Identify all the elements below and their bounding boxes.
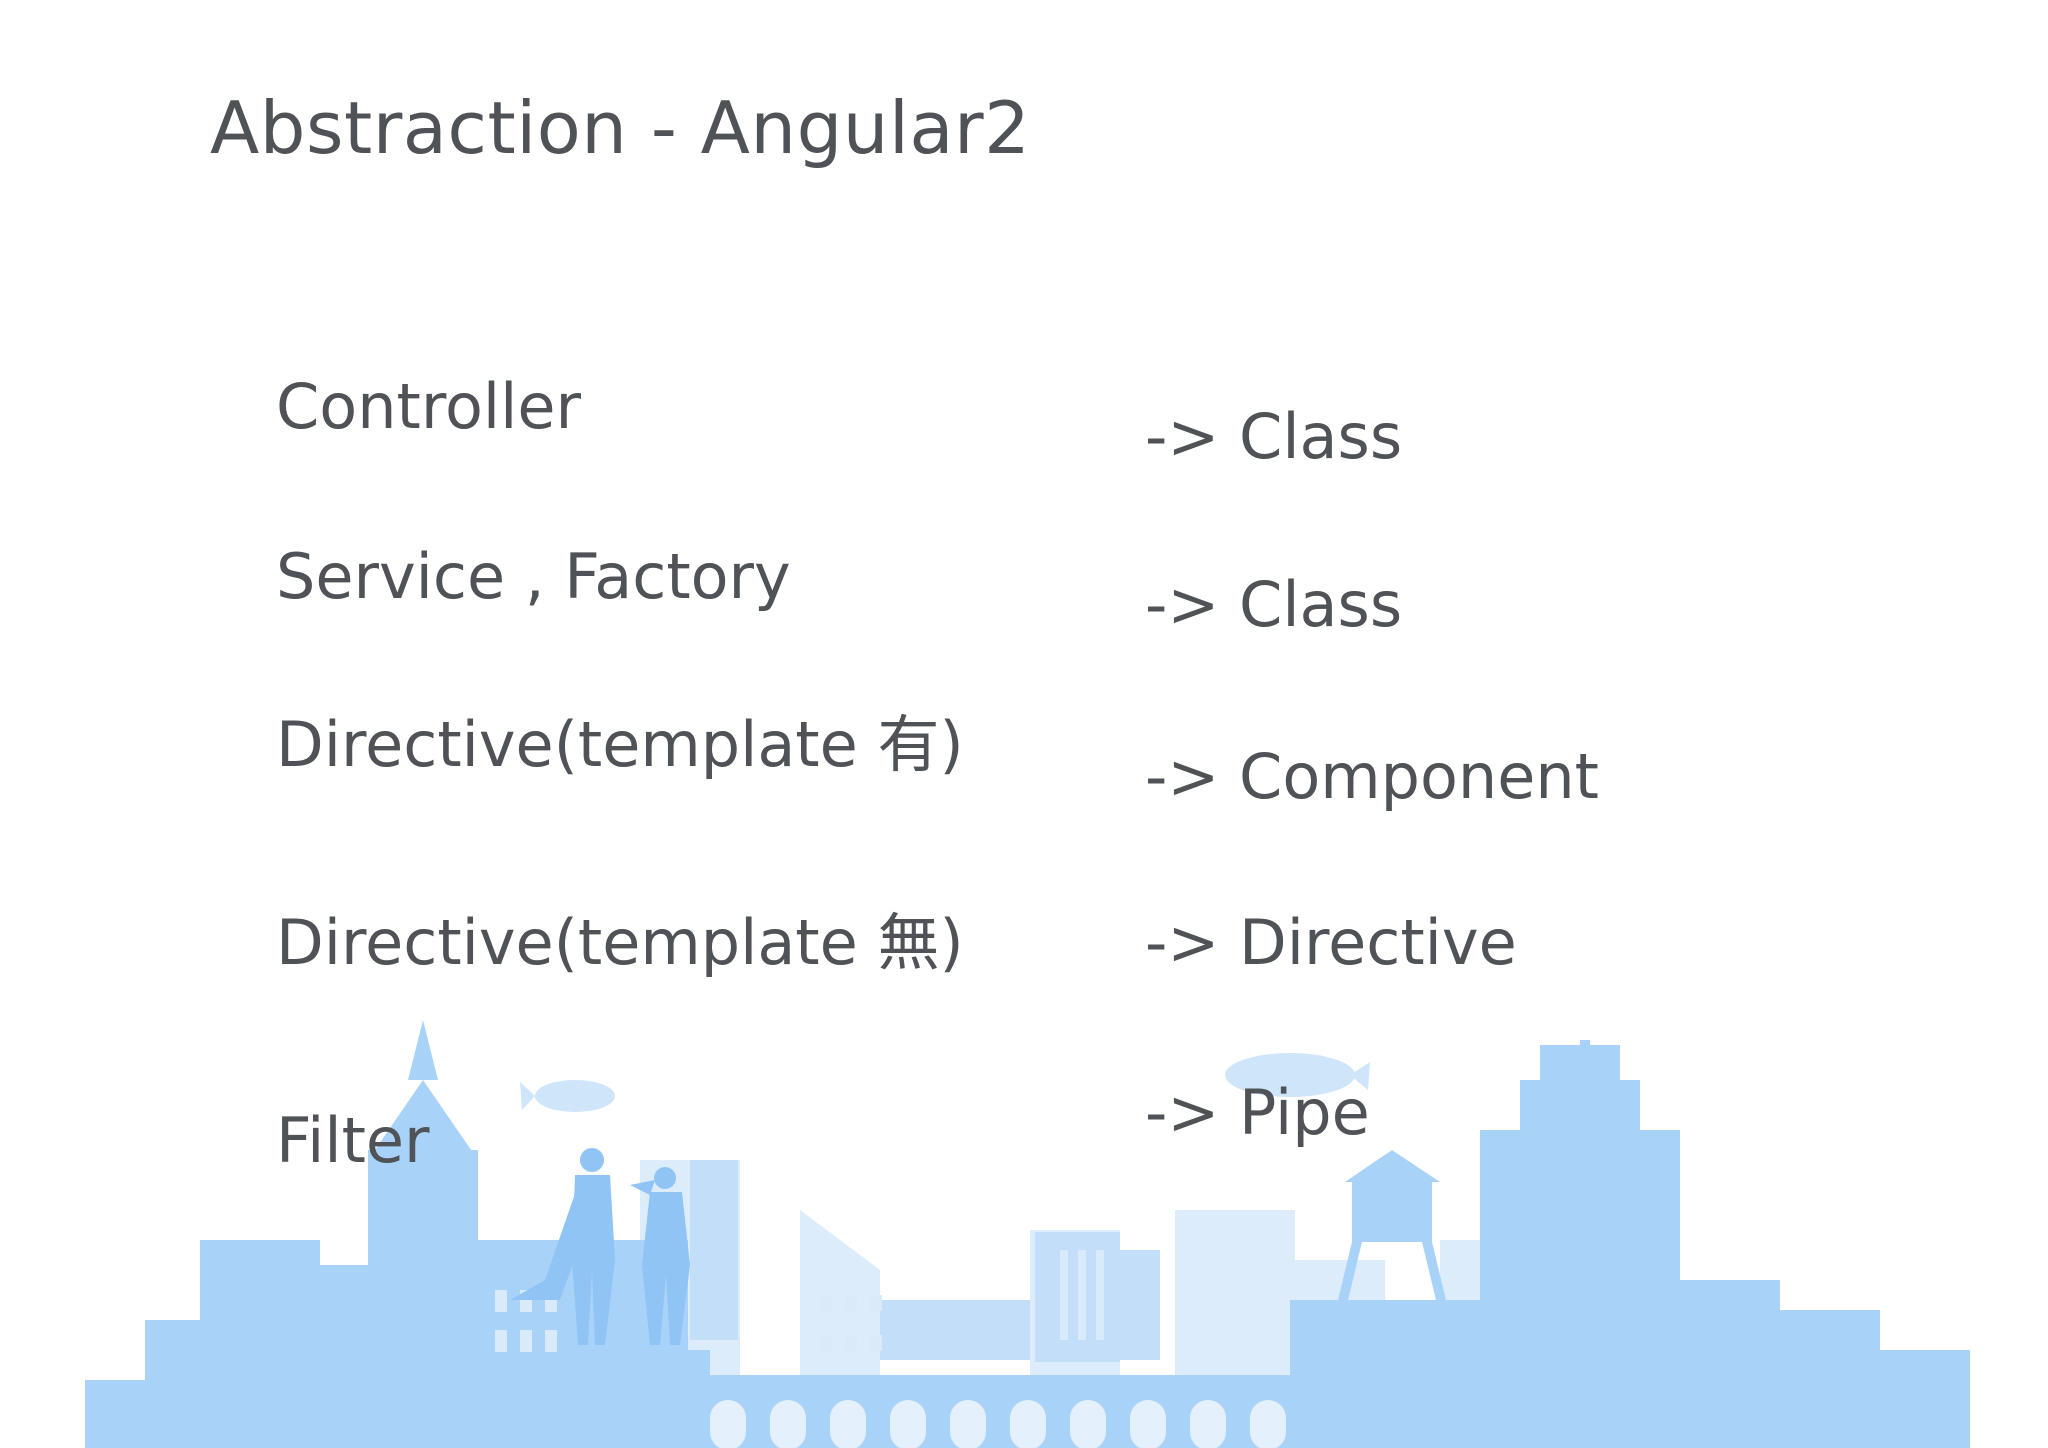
mapping-to-class-1: -> Class [1145,400,1403,473]
mapping-from-filter: Filter [276,1104,430,1177]
mapping-to-pipe: -> Pipe [1145,1076,1370,1149]
mapping-to-directive: -> Directive [1145,906,1517,979]
mapping-from-directive-without-template: Directive(template 無) [276,906,964,979]
mapping-to-component: -> Component [1145,740,1599,813]
mapping-from-service-factory: Service , Factory [276,540,791,613]
mapping-to-class-2: -> Class [1145,568,1403,641]
slide-title: Abstraction - Angular2 [210,86,1031,170]
mapping-from-controller: Controller [276,370,581,443]
mapping-from-directive-with-template: Directive(template 有) [276,708,964,781]
